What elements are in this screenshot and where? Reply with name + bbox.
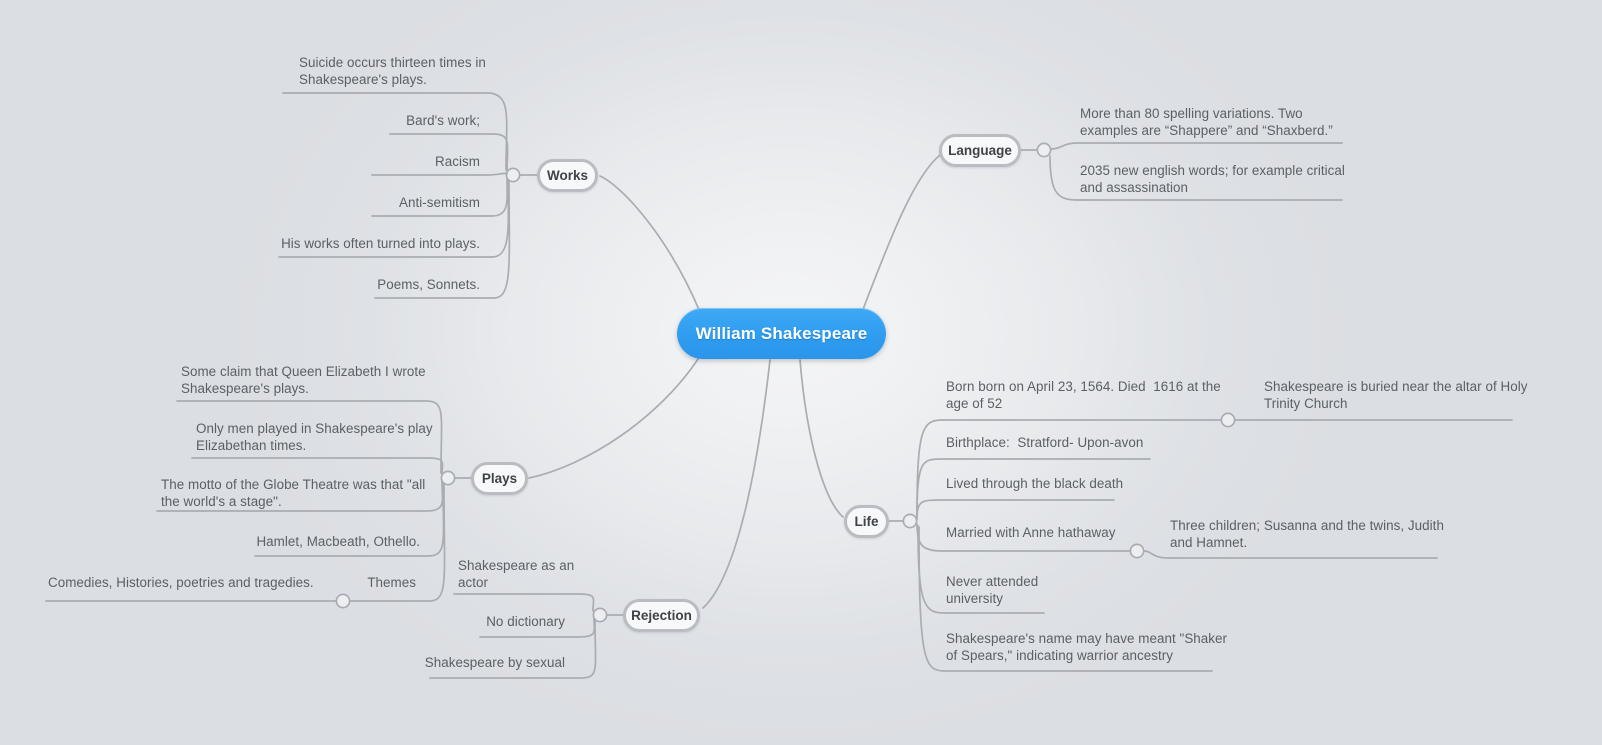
collapse-knob-rejection[interactable] [592, 607, 608, 623]
wire-works-racism [371, 172, 508, 176]
leaf-lang-spelling[interactable]: More than 80 spelling variations. Two ex… [1080, 106, 1333, 138]
branch-node-works[interactable]: Works [537, 159, 598, 192]
leaf-plays-themes[interactable]: Themes [367, 575, 416, 590]
leaf-life-university[interactable]: Never attended university [946, 574, 1039, 606]
center-node-label: William Shakespeare [695, 323, 868, 343]
collapse-knob-born[interactable] [1220, 412, 1236, 428]
leaf-life-married[interactable]: Married with Anne hathaway [946, 525, 1116, 540]
branch-node-life[interactable]: Life [844, 505, 889, 538]
branch-label-works: Works [546, 168, 588, 183]
wire-life-blackdeath [916, 499, 1115, 520]
leaf-life-born-sub[interactable]: Shakespeare is buried near the altar of … [1264, 379, 1528, 411]
leaf-plays-motto[interactable]: The motto of the Globe Theatre was that … [161, 477, 426, 509]
branch-label-life: Life [854, 514, 879, 529]
leaf-works-poems[interactable]: Poems, Sonnets. [377, 277, 480, 292]
leaf-works-turned[interactable]: His works often turned into plays. [281, 236, 480, 251]
center-node[interactable]: William Shakespeare [677, 308, 886, 359]
collapse-knob-life[interactable] [902, 513, 918, 529]
leaf-plays-queen[interactable]: Some claim that Queen Elizabeth I wrote … [181, 364, 426, 396]
leaf-works-racism[interactable]: Racism [435, 154, 480, 169]
wire-plays-onlymen [191, 457, 444, 476]
branch-node-rejection[interactable]: Rejection [623, 599, 700, 632]
collapse-knob-married[interactable] [1129, 543, 1145, 559]
wire-lang-spelling [1050, 142, 1343, 150]
leaf-rej-nodict[interactable]: No dictionary [486, 614, 565, 629]
trunk-works [599, 175, 701, 313]
trunk-language [861, 154, 941, 313]
branch-label-rejection: Rejection [631, 608, 692, 623]
leaf-plays-themes-sub[interactable]: Comedies, Histories, poetries and traged… [48, 575, 314, 590]
leaf-life-name[interactable]: Shakespeare's name may have meant "Shake… [946, 631, 1228, 663]
leaf-rej-sexual[interactable]: Shakespeare by sexual [424, 655, 565, 670]
collapse-knob-language[interactable] [1036, 142, 1052, 158]
branch-label-plays: Plays [481, 471, 518, 486]
trunk-rejection [702, 359, 771, 609]
leaf-life-birthplace[interactable]: Birthplace: Stratford- Upon-avon [946, 435, 1144, 450]
trunk-plays [528, 355, 701, 479]
branch-node-language[interactable]: Language [939, 134, 1021, 167]
leaf-life-born[interactable]: Born born on April 23, 1564. Died 1616 a… [946, 379, 1221, 411]
trunk-life [799, 359, 844, 518]
collapse-knob-plays[interactable] [440, 470, 456, 486]
branch-node-plays[interactable]: Plays [471, 462, 528, 495]
leaf-rej-actor[interactable]: Shakespeare as an actor [458, 558, 575, 590]
wire-rej-actor [453, 593, 595, 612]
leaf-plays-titles[interactable]: Hamlet, Macbeath, Othello. [256, 534, 420, 549]
leaf-works-bard[interactable]: Bard's work; [406, 113, 480, 128]
leaf-life-children[interactable]: Three children; Susanna and the twins, J… [1170, 518, 1444, 550]
branch-label-language: Language [948, 143, 1012, 158]
leaf-works-anti[interactable]: Anti-semitism [398, 195, 480, 210]
leaf-works-suicide[interactable]: Suicide occurs thirteen times in Shakesp… [299, 55, 486, 87]
leaf-lang-words[interactable]: 2035 new english words; for example crit… [1080, 163, 1345, 195]
collapse-knob-themes[interactable] [335, 593, 351, 609]
wire-life-children [1143, 550, 1438, 559]
leaf-plays-onlymen[interactable]: Only men played in Shakespeare's play El… [196, 421, 433, 453]
leaf-life-blackdeath[interactable]: Lived through the black death [946, 476, 1124, 491]
collapse-knob-works[interactable] [505, 167, 521, 183]
